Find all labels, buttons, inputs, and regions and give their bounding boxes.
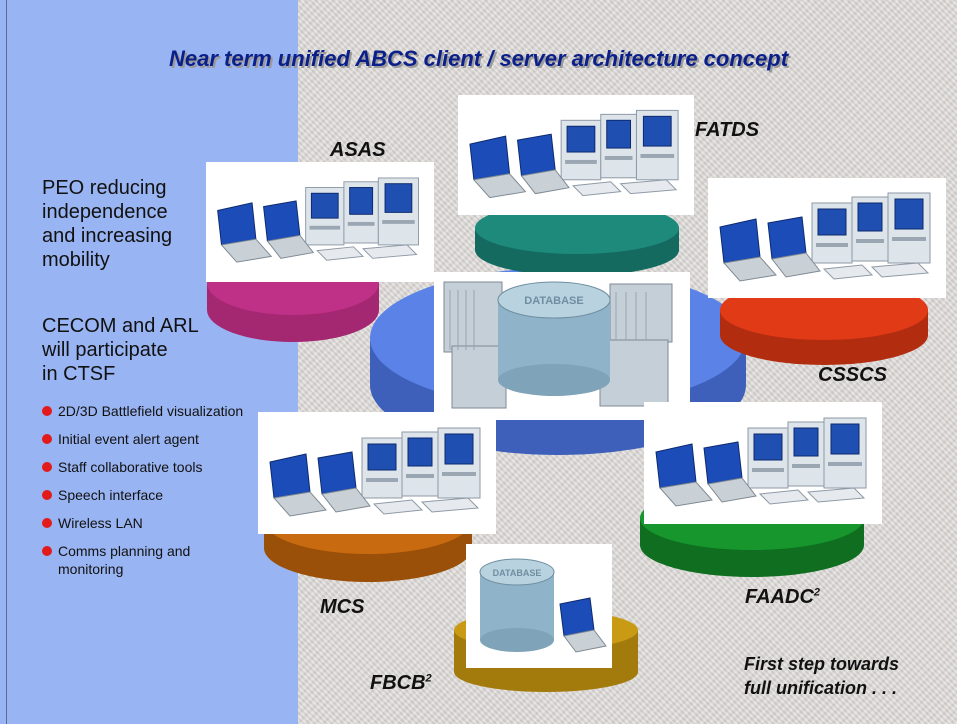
para-cecom-line: CECOM and ARL: [42, 315, 199, 337]
label-fbcb-text: FBCB: [370, 672, 426, 694]
center-database-label: DATABASE: [524, 295, 583, 307]
bullet-text: Comms planning and monitoring: [58, 543, 191, 577]
bullet-item: Staff collaborative tools: [42, 458, 257, 476]
para-peo-line: independence: [42, 201, 168, 223]
bullet-list: 2D/3D Battlefield visualization Initial …: [42, 402, 257, 588]
csscs-photo: [708, 178, 946, 298]
footer-line: First step towards: [744, 654, 900, 674]
faadc-photo: [644, 402, 882, 524]
label-fatds: FATDS: [695, 119, 760, 141]
para-peo-line: mobility: [42, 249, 110, 271]
footer-note: First step towards full unification . . …: [744, 652, 899, 700]
footer-line: full unification . . .: [744, 678, 897, 698]
bullet-item: 2D/3D Battlefield visualization: [42, 402, 257, 420]
para-cecom: CECOM and ARL will participate in CTSF: [42, 314, 199, 386]
label-mcs: MCS: [320, 596, 365, 618]
small-database-label: DATABASE: [493, 568, 542, 578]
bullet-item: Wireless LAN: [42, 514, 257, 532]
asas-photo: [206, 162, 434, 282]
para-peo-line: and increasing: [42, 225, 173, 247]
bullet-text: Speech interface: [58, 487, 164, 503]
label-asas: ASAS: [330, 139, 386, 161]
bullet-dot-icon: [42, 490, 52, 500]
para-peo-line: PEO reducing: [42, 177, 167, 199]
label-fbcb: FBCB2: [370, 672, 432, 695]
bullet-text: 2D/3D Battlefield visualization: [58, 403, 244, 419]
label-fbcb-superscript: 2: [425, 672, 432, 685]
bullet-dot-icon: [42, 434, 52, 444]
center-database-photo: DATABASE: [434, 272, 690, 420]
fbcb-photo: DATABASE: [466, 544, 612, 668]
bullet-item: Comms planning and monitoring: [42, 542, 257, 578]
left-panel: [0, 0, 298, 724]
bullet-text: Initial event alert agent: [58, 431, 199, 447]
bullet-dot-icon: [42, 406, 52, 416]
para-peo: PEO reducing independence and increasing…: [42, 176, 172, 272]
bullet-dot-icon: [42, 518, 52, 528]
label-faadc-superscript: 2: [813, 586, 821, 599]
label-faadc-text: FAADC: [745, 586, 814, 608]
bullet-text: Wireless LAN: [58, 515, 143, 531]
para-cecom-line: in CTSF: [42, 363, 116, 385]
left-edge-line: [6, 0, 7, 724]
fatds-photo: [458, 95, 694, 215]
bullet-item: Initial event alert agent: [42, 430, 257, 448]
bullet-dot-icon: [42, 462, 52, 472]
page-title: Near term unified ABCS client / server a…: [168, 46, 789, 71]
bullet-dot-icon: [42, 546, 52, 556]
para-cecom-line: will participate: [42, 339, 168, 361]
bullet-text: Staff collaborative tools: [58, 459, 203, 475]
mcs-photo: [258, 412, 496, 534]
bullet-item: Speech interface: [42, 486, 257, 504]
label-faadc: FAADC2: [745, 586, 820, 609]
label-csscs: CSSCS: [818, 364, 887, 386]
